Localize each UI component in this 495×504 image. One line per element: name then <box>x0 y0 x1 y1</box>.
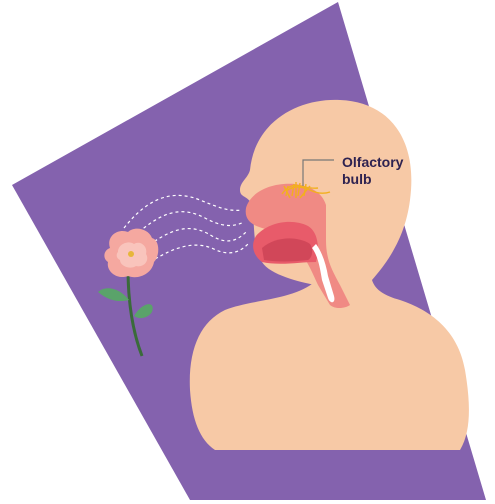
flower <box>98 228 159 357</box>
tongue <box>262 238 313 262</box>
scent-lines <box>123 194 249 263</box>
leaf-left <box>98 288 129 302</box>
flower-center <box>128 251 134 257</box>
throat-passage <box>312 244 335 303</box>
human-silhouette <box>189 99 469 450</box>
torso <box>189 280 469 450</box>
label-line-2: bulb <box>342 171 372 187</box>
nasal-anatomy <box>245 182 350 309</box>
olfactory-bulb-label: Olfactory bulb <box>302 154 404 187</box>
label-leader-line <box>302 159 334 186</box>
leaf-right <box>134 304 153 319</box>
label-line-1: Olfactory <box>342 154 404 170</box>
stem <box>126 267 144 357</box>
olfactory-nerve <box>281 182 331 199</box>
